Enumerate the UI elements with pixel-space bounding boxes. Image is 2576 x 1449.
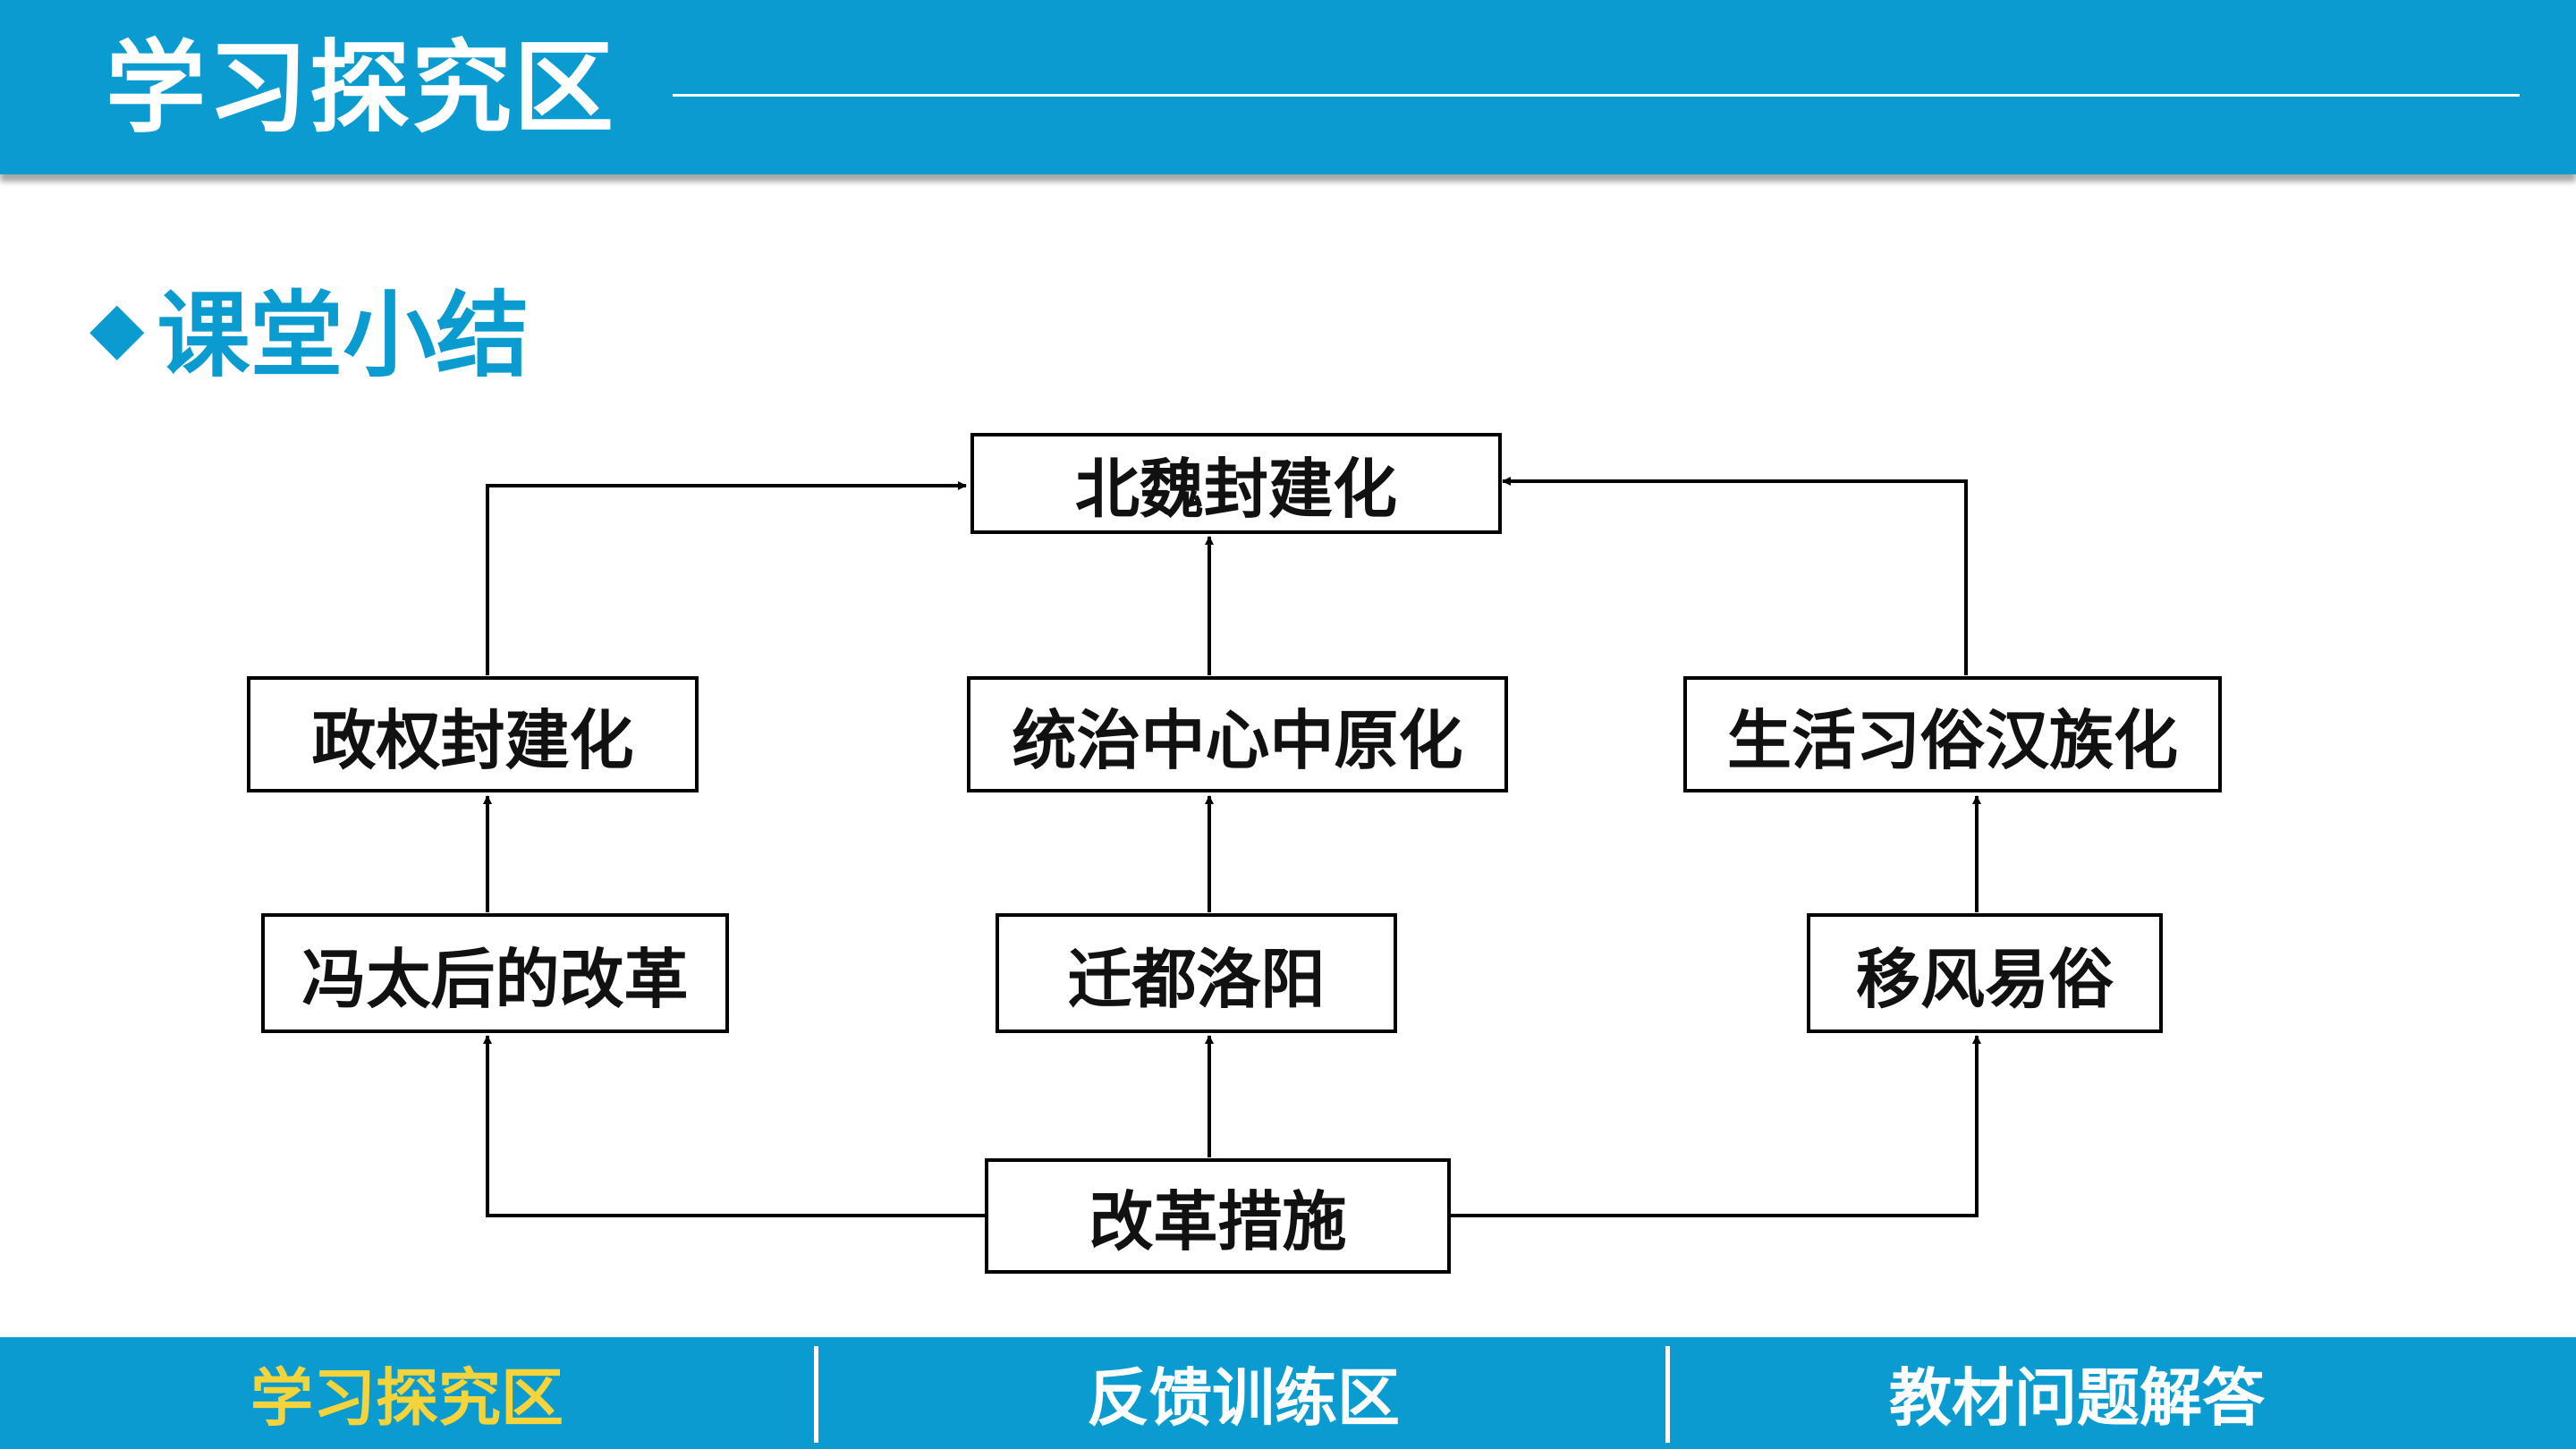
- node-northern-wei-feudalization: 北魏封建化: [970, 433, 1502, 534]
- section-heading: ◆ 课堂小结: [89, 273, 530, 390]
- arrow-life-to-top: [1502, 477, 1968, 675]
- header-title: 学习探究区: [106, 30, 615, 147]
- node-change-customs: 移风易俗: [1807, 913, 2163, 1033]
- arrow-regime-to-top: [486, 481, 967, 675]
- arrow-measures-to-feng: [483, 1035, 986, 1217]
- node-reform-measures: 改革措施: [985, 1158, 1451, 1274]
- tab-separator: [814, 1346, 818, 1443]
- node-central-plains-shift: 统治中心中原化: [967, 676, 1508, 792]
- node-empress-feng-reform: 冯太后的改革: [261, 913, 729, 1033]
- node-regime-feudalization: 政权封建化: [247, 676, 699, 792]
- header-divider: [673, 94, 2520, 97]
- tab-separator: [1665, 1346, 1670, 1443]
- diamond-bullet-icon: ◆: [89, 284, 145, 369]
- tab-feedback-training[interactable]: 反馈训练区: [1087, 1361, 1400, 1435]
- tab-textbook-answers[interactable]: 教材问题解答: [1889, 1361, 2265, 1435]
- tab-study-area[interactable]: 学习探究区: [250, 1361, 564, 1435]
- header-bar: 学习探究区: [0, 0, 2576, 174]
- arrow-measures-to-customs: [1450, 1035, 1981, 1217]
- footer-nav: 学习探究区 反馈训练区 教材问题解答: [0, 1337, 2576, 1449]
- section-title: 课堂小结: [157, 280, 530, 390]
- node-move-to-luoyang: 迁都洛阳: [996, 913, 1397, 1033]
- node-han-customs: 生活习俗汉族化: [1683, 676, 2222, 792]
